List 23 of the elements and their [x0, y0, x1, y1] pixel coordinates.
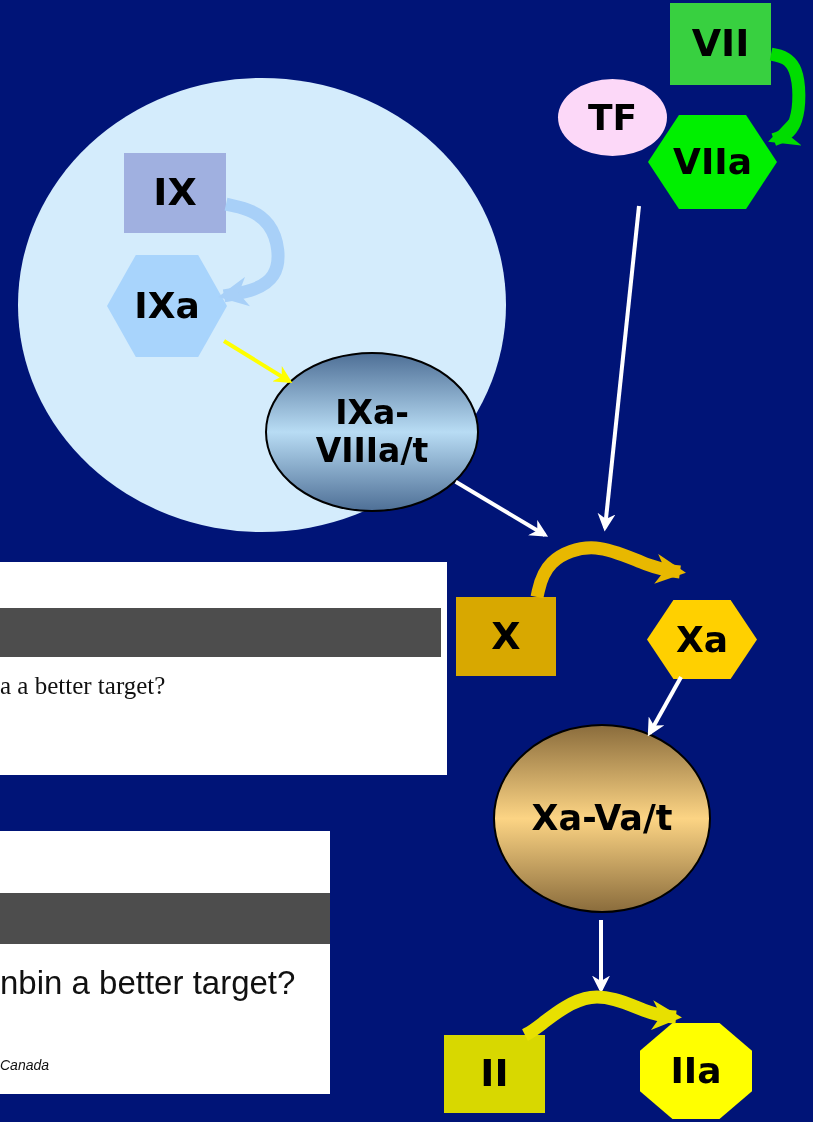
affiliation-text: Canada — [0, 1057, 50, 1073]
membrane-ellipse — [17, 77, 507, 533]
article-title: nbin a better target? — [0, 964, 296, 1002]
factor-hexagon: VIIa — [648, 115, 777, 209]
factor-box: IX — [124, 153, 226, 233]
curved-arrow — [520, 990, 682, 1041]
arrow — [597, 205, 641, 532]
arrow — [592, 920, 610, 994]
factor-box: VII — [670, 3, 771, 85]
article-title: a a better target? — [0, 672, 166, 700]
curved-arrow — [218, 197, 285, 307]
arrow — [454, 480, 549, 537]
factor-octagon: IIa — [640, 1023, 752, 1119]
complex-sphere: IXa- VIIIa/t — [265, 352, 479, 512]
curved-arrow — [768, 47, 806, 146]
arrow — [222, 339, 293, 384]
complex-sphere: Xa-Va/t — [493, 724, 711, 913]
factor-box: II — [444, 1035, 545, 1113]
factor-hexagon: Xa — [647, 600, 757, 679]
factor-ellipse: TF — [557, 78, 668, 157]
arrow — [647, 676, 683, 737]
factor-hexagon: IXa — [107, 255, 227, 357]
factor-box: X — [456, 597, 556, 676]
